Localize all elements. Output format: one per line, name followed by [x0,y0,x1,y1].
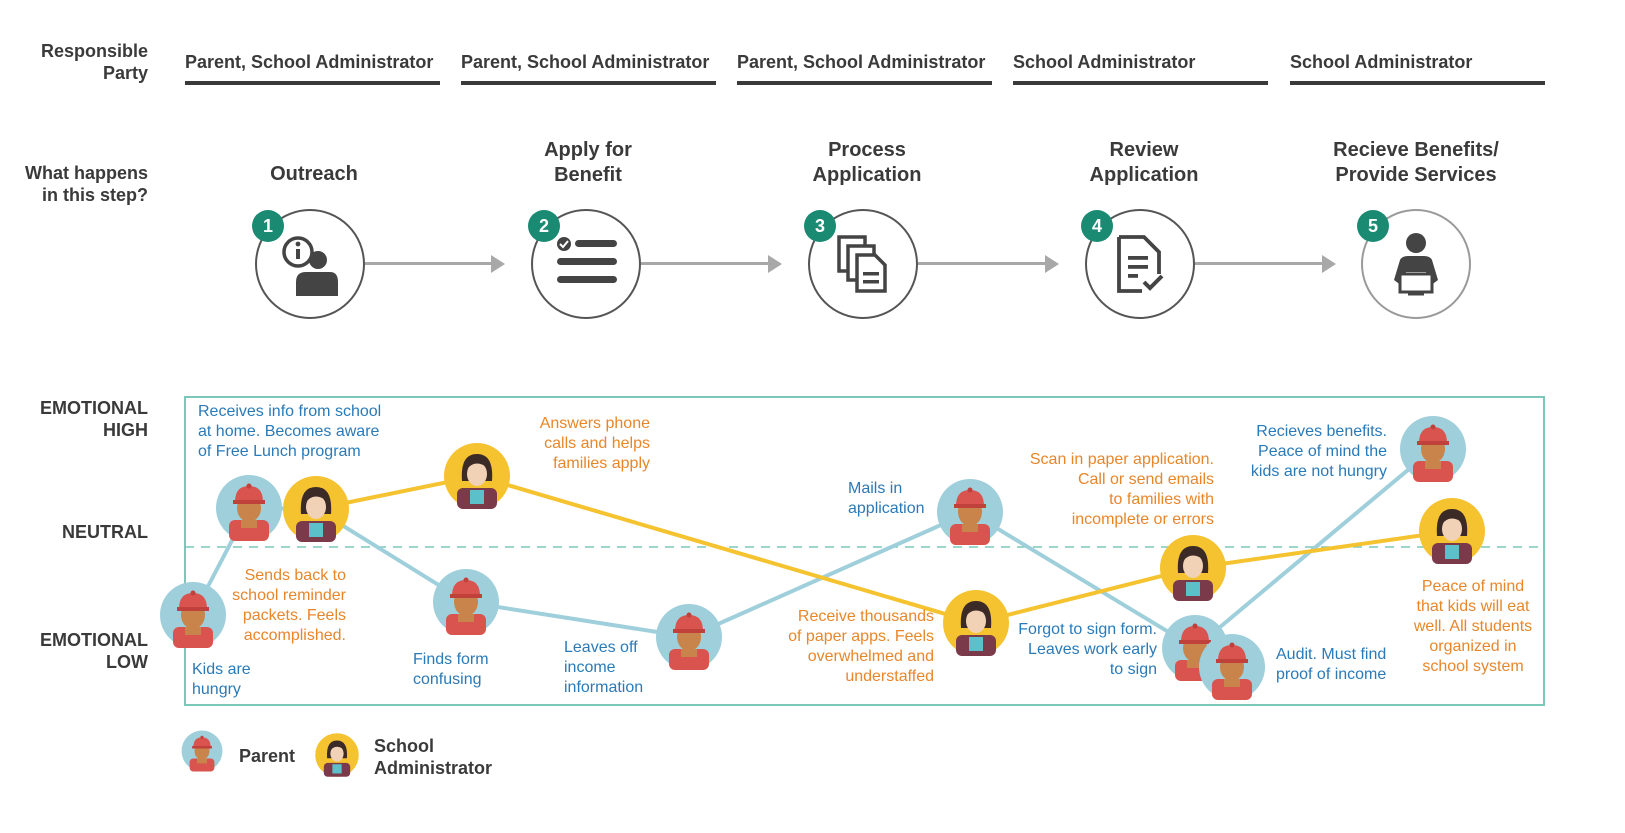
step-2-badge: 2 [528,210,560,242]
step-2-arrow [641,262,768,265]
step-4-arrowhead [1322,255,1336,273]
step-2-title: Apply for Benefit [544,139,632,186]
responsible-party-label: Responsible Party [40,41,148,83]
step-1-party: Parent, School Administrator [185,52,434,72]
parent-avatar-leaves-off [656,604,722,670]
step-1-title: Outreach [270,163,358,185]
note-receives-info: Receives info from school at home. Becom… [198,403,382,460]
parent-avatar-receives-info [216,475,282,541]
step-3-party-bar [737,81,992,85]
parent-avatar-finds-form [433,569,499,635]
admin-avatar-sends-back [283,476,349,542]
step-4-badge: 4 [1081,210,1113,242]
admin-avatar-scan [1160,535,1226,601]
note-receives-benefits: Recieves benefits. Peace of mind the kid… [1250,423,1387,480]
info-person-icon [282,236,338,296]
parent-avatar-receives-benefits [1400,416,1466,482]
admin-avatar-peace-of-mind [1419,498,1485,564]
step-2-arrowhead [768,255,782,273]
legend-parent-avatar [181,730,223,772]
note-audit: Audit. Must find proof of income [1276,646,1387,683]
note-peace-of-mind: Peace of mind that kids will eat well. A… [1413,578,1533,675]
checklist-icon [557,237,617,283]
step-3-arrowhead [1045,255,1059,273]
emotional-high-label: EMOTIONAL HIGH [40,398,148,440]
note-mails-in: Mails in application [848,480,925,517]
parent-avatar-audit [1199,634,1265,700]
legend-admin-label: School Administrator [374,736,493,778]
note-scan: Scan in paper application. Call or send … [1029,451,1214,528]
step-3-arrow [918,262,1045,265]
person-receiving-icon [1394,233,1438,296]
emotional-low-label: EMOTIONAL LOW [40,630,148,672]
step-1-arrow [365,262,491,265]
note-receive-thousands: Receive thousands of paper apps. Feels o… [788,608,934,685]
neutral-label: NEUTRAL [62,522,148,542]
note-kids-hungry: Kids are hungry [192,661,251,698]
step-5-party: School Administrator [1290,52,1473,72]
step-4-party-bar [1013,81,1268,85]
emotion-chart-frame [184,396,1545,706]
step-2-party-bar [461,81,716,85]
step-4-party: School Administrator [1013,52,1196,72]
note-forgot-sign: Forgot to sign form. Leaves work early t… [1018,621,1157,678]
step-1-party-bar [185,81,440,85]
note-answers-phone: Answers phone calls and helps families a… [539,415,650,472]
note-leaves-off: Leaves off income information [564,639,644,696]
step-5-title: Recieve Benefits/ Provide Services [1333,139,1499,186]
step-5-party-bar [1290,81,1545,85]
step-3-badge: 3 [804,210,836,242]
documents-icon [837,235,887,293]
step-4-title: Review Application [1089,139,1199,186]
document-check-icon [1117,235,1164,293]
parent-avatar-mails-in [937,479,1003,545]
note-sends-back: Sends back to school reminder packets. F… [232,567,346,644]
legend-parent-label: Parent [239,746,296,766]
step-1-badge: 1 [252,210,284,242]
what-happens-label: What happens in this step? [24,163,148,205]
step-1-arrowhead [491,255,505,273]
step-5-badge: 5 [1357,210,1389,242]
step-3-title: Process Application [812,139,922,186]
note-finds-form: Finds form confusing [413,651,489,688]
legend-admin-avatar [315,733,359,777]
step-3-party: Parent, School Administrator [737,52,986,72]
step-2-party: Parent, School Administrator [461,52,710,72]
step-4-arrow [1195,262,1322,265]
